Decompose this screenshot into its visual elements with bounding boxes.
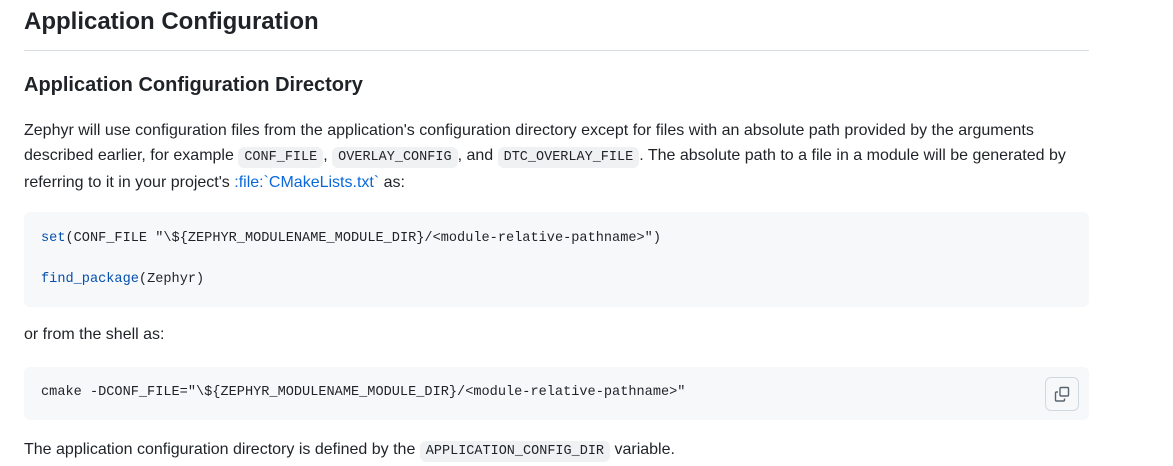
text: The application configuration directory … — [24, 441, 420, 458]
copy-icon — [1054, 386, 1070, 402]
code-block-cmake: set(CONF_FILE "\${ZEPHYR_MODULENAME_MODU… — [24, 212, 1089, 307]
code-line: cmake -DCONF_FILE="\${ZEPHYR_MODULENAME_… — [41, 385, 686, 400]
text: , — [323, 147, 333, 164]
inline-code: CONF_FILE — [238, 147, 324, 168]
paragraph-intro: Zephyr will use configuration files from… — [24, 118, 1089, 195]
text: as: — [379, 174, 405, 191]
code-function: set — [41, 231, 66, 246]
text: Zephyr will use configuration files from… — [24, 122, 1034, 164]
copy-button[interactable] — [1045, 377, 1079, 411]
text: , and — [457, 147, 498, 164]
code-line: find_package(Zephyr) — [41, 272, 204, 287]
inline-code: DTC_OVERLAY_FILE — [497, 147, 640, 168]
code-text: (Zephyr) — [138, 272, 205, 287]
code-block-shell: cmake -DCONF_FILE="\${ZEPHYR_MODULENAME_… — [24, 367, 1089, 420]
section-heading: Application Configuration Directory — [24, 74, 363, 96]
paragraph-config-dir: The application configuration directory … — [24, 437, 1089, 464]
code-text: (CONF_FILE "\${ZEPHYR_MODULENAME_MODULE_… — [65, 231, 661, 246]
paragraph-shell: or from the shell as: — [24, 326, 165, 343]
code-line: set(CONF_FILE "\${ZEPHYR_MODULENAME_MODU… — [41, 231, 661, 246]
inline-code: APPLICATION_CONFIG_DIR — [419, 441, 611, 462]
text: . The absolute path to a file in a modul… — [24, 147, 1066, 191]
text: variable. — [610, 441, 675, 458]
code-function: find_package — [41, 272, 139, 287]
page-title: Application Configuration — [24, 8, 1089, 51]
cmakelists-link[interactable]: :file:`CMakeLists.txt` — [234, 174, 380, 191]
inline-code: OVERLAY_CONFIG — [332, 147, 458, 168]
